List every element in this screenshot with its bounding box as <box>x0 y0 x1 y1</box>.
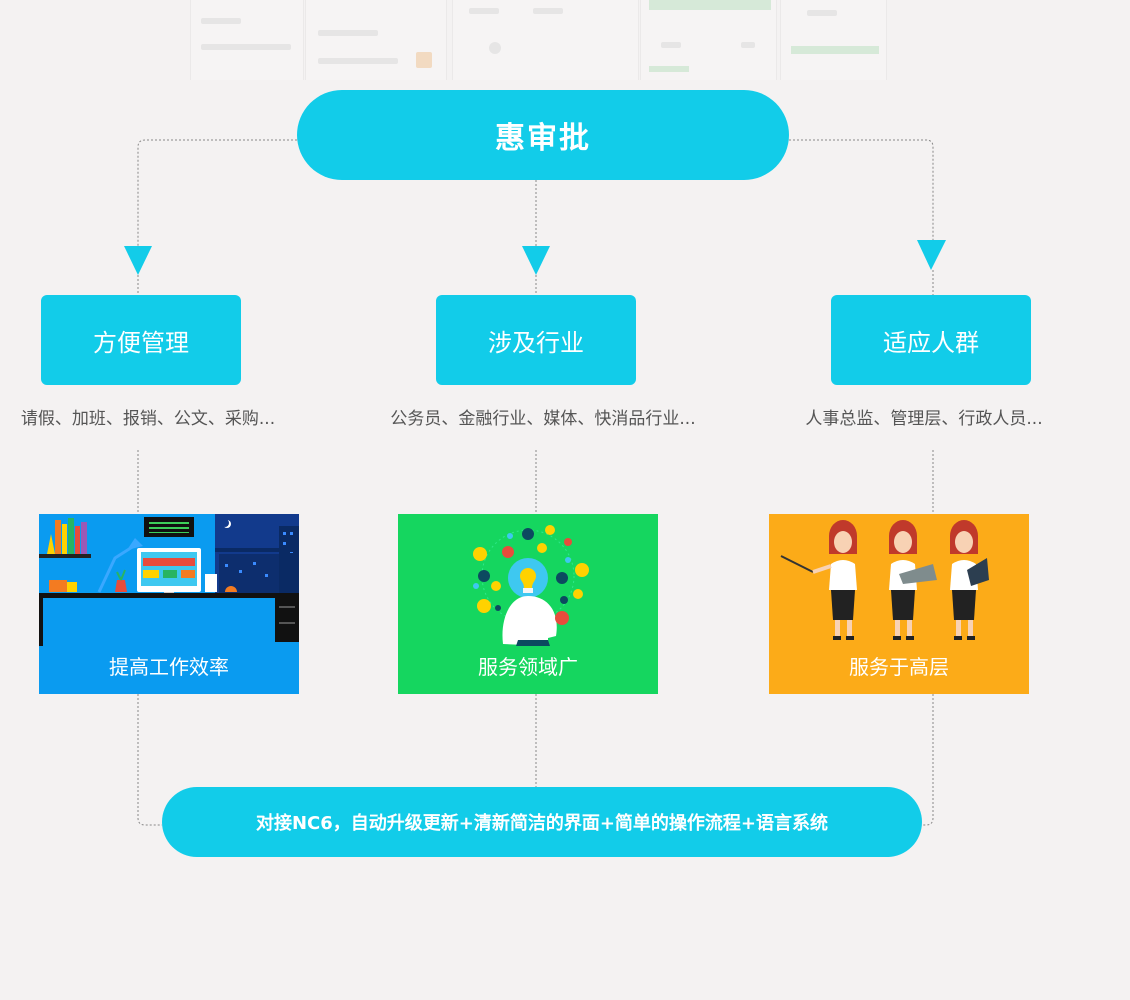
footer-pill: 对接NC6，自动升级更新+清新简洁的界面+简单的操作流程+语言系统 <box>162 787 922 857</box>
category-description: 请假、加班、报销、公文、采购... <box>20 409 276 429</box>
arrow-down-icon <box>522 246 550 275</box>
lightbulb-head-illustration <box>473 525 589 646</box>
faded-screenshot <box>305 0 447 80</box>
feature-card-executives: 服务于高层 <box>769 514 1029 694</box>
category-description: 公务员、金融行业、媒体、快消品行业... <box>390 409 696 429</box>
category-label: 方便管理 <box>93 328 189 357</box>
category-box-industry: 涉及行业 <box>436 295 636 385</box>
title-pill: 惠审批 <box>297 90 789 180</box>
woman-figure <box>812 520 857 640</box>
woman-figure <box>889 520 937 640</box>
faded-screenshot <box>780 0 887 80</box>
office-desk-illustration <box>39 514 299 646</box>
feature-card-efficiency: 提高工作效率 <box>39 514 299 694</box>
arrow-down-icon <box>124 246 152 275</box>
category-box-audience: 适应人群 <box>831 295 1031 385</box>
category-description: 人事总监、管理层、行政人员... <box>805 409 1043 429</box>
category-label: 涉及行业 <box>488 328 584 357</box>
feature-card-service-scope: 服务领域广 <box>398 514 658 694</box>
footer-text: 对接NC6，自动升级更新+清新简洁的界面+简单的操作流程+语言系统 <box>255 813 829 834</box>
faded-screenshot <box>190 0 304 80</box>
card-caption: 服务领域广 <box>478 655 578 679</box>
diagram-title: 惠审批 <box>495 121 591 156</box>
woman-figure <box>950 520 989 640</box>
arrow-down-icon <box>917 240 946 270</box>
faded-screenshot <box>452 0 639 80</box>
businesswomen-illustration <box>780 520 989 640</box>
category-box-management: 方便管理 <box>41 295 241 385</box>
faded-screenshot <box>640 0 777 80</box>
category-label: 适应人群 <box>883 328 979 357</box>
card-caption: 服务于高层 <box>849 655 949 679</box>
card-caption: 提高工作效率 <box>109 655 229 679</box>
